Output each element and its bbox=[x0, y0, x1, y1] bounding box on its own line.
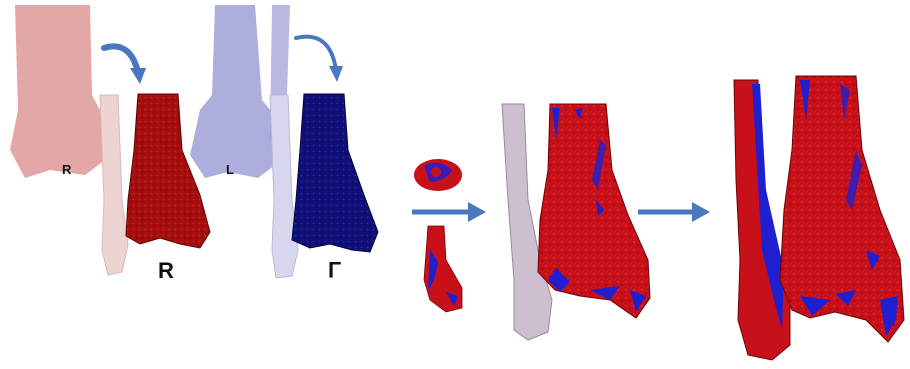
curved-arrow-left bbox=[296, 37, 336, 70]
right-label: R bbox=[158, 258, 174, 284]
arrow-2 bbox=[638, 202, 710, 222]
left-label-mirrored: L bbox=[328, 256, 341, 282]
left-tibia-panel bbox=[190, 5, 378, 278]
right-tibia-bone bbox=[126, 94, 210, 248]
curved-arrow-left-head bbox=[329, 66, 343, 82]
ghost-left-label: L bbox=[226, 162, 234, 177]
zoomed-overlay-panel bbox=[734, 76, 904, 360]
ghost-right-label: R bbox=[62, 162, 71, 177]
right-tibia-ghost bbox=[10, 5, 105, 178]
fibula-pink bbox=[100, 95, 128, 275]
arrow-1 bbox=[412, 202, 486, 222]
left-tibia-ghost bbox=[190, 5, 275, 178]
overlay-panel bbox=[502, 104, 650, 340]
left-tibia-bone bbox=[292, 94, 378, 252]
cross-section-group bbox=[414, 159, 462, 312]
right-tibia-panel bbox=[10, 5, 210, 275]
fibula-lavender bbox=[270, 95, 298, 278]
curved-arrow-right-head bbox=[130, 68, 146, 84]
